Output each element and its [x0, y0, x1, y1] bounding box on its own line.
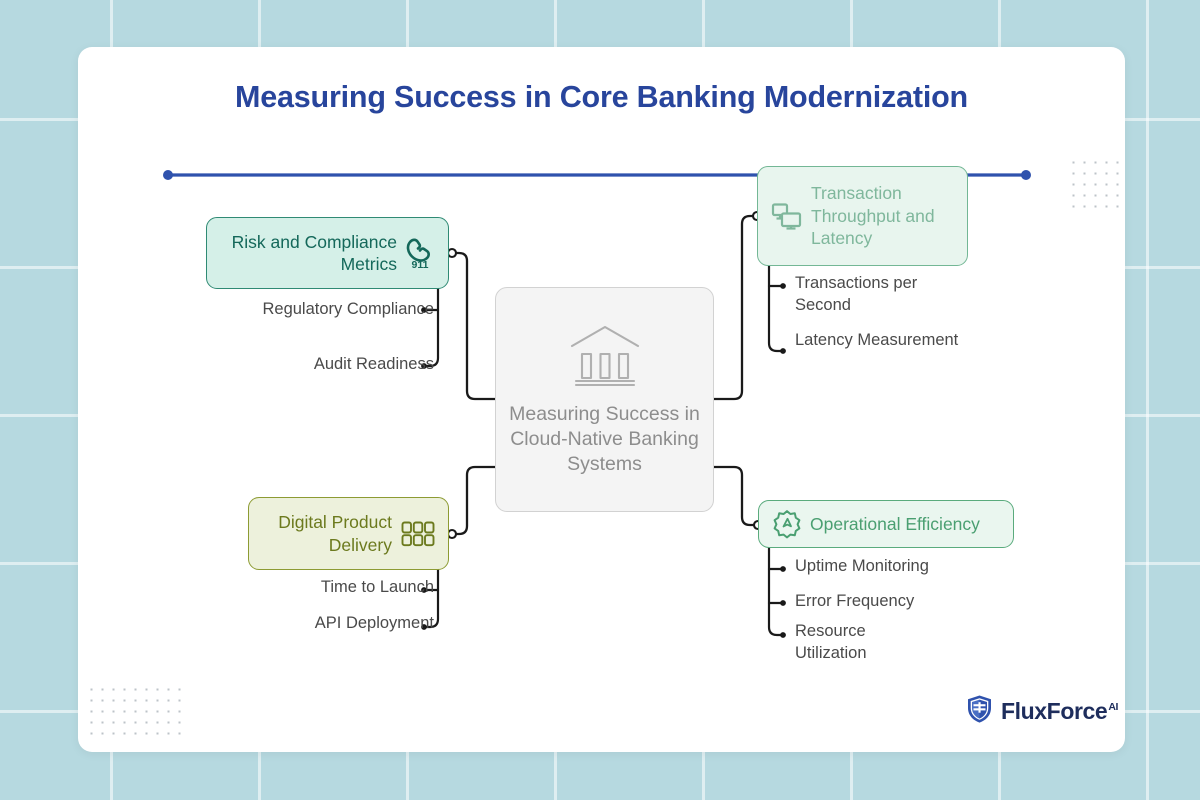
branch-label-operational: Operational Efficiency: [810, 513, 980, 534]
app-grid-icon: [401, 521, 435, 547]
bank-building-icon: [566, 322, 644, 393]
central-node[interactable]: Measuring Success in Cloud-Native Bankin…: [495, 287, 714, 512]
diagram-card: Measuring Success in Core Banking Modern…: [78, 47, 1125, 752]
logo-superscript: AI: [1108, 701, 1119, 714]
sub-item-transactions-per-second: Transactions per Second: [795, 274, 918, 314]
logo-wordmark: FluxForceAI: [1001, 698, 1118, 725]
central-node-label: Measuring Success in Cloud-Native Bankin…: [509, 403, 700, 475]
branch-label-digital: Digital Product Delivery: [278, 512, 392, 555]
sub-item-regulatory-compliance: Regulatory Compliance: [262, 300, 434, 318]
branch-label-transaction: Transaction Throughput and Latency: [811, 183, 935, 249]
emergency-phone-911-icon: 911: [405, 236, 435, 270]
sub-item-audit-readiness: Audit Readiness: [313, 355, 434, 373]
sub-item-time-to-launch: Time to Launch: [320, 578, 434, 596]
gear-icon: [772, 509, 802, 539]
page-title: Measuring Success in Core Banking Modern…: [235, 80, 968, 114]
branch-node-risk-and-compliance-metrics[interactable]: Risk and Compliance Metrics 911: [206, 217, 449, 289]
brand-logo: FluxForceAI: [966, 694, 1118, 729]
logo-name: FluxForce: [1001, 698, 1108, 724]
emergency-number-text: 911: [412, 259, 429, 270]
branch-node-operational-efficiency[interactable]: Operational Efficiency: [758, 500, 1014, 548]
branch-node-transaction-throughput-and-latency[interactable]: Transaction Throughput and Latency: [757, 166, 968, 266]
branch-label-risk: Risk and Compliance Metrics: [231, 231, 397, 275]
dot-pattern-top-right: [1068, 157, 1125, 213]
sub-item-latency-measurement: Latency Measurement: [795, 331, 959, 349]
shield-logo-icon: [966, 694, 993, 729]
sub-item-uptime-monitoring: Uptime Monitoring: [795, 557, 929, 575]
sub-item-resource-utilization: Resource Utilization: [795, 622, 867, 662]
dot-pattern-bottom-left: [86, 684, 182, 740]
branch-node-digital-product-delivery[interactable]: Digital Product Delivery: [248, 497, 449, 570]
sub-item-api-deployment: API Deployment: [314, 614, 434, 632]
monitors-icon: [771, 202, 802, 231]
sub-item-error-frequency: Error Frequency: [795, 592, 915, 610]
